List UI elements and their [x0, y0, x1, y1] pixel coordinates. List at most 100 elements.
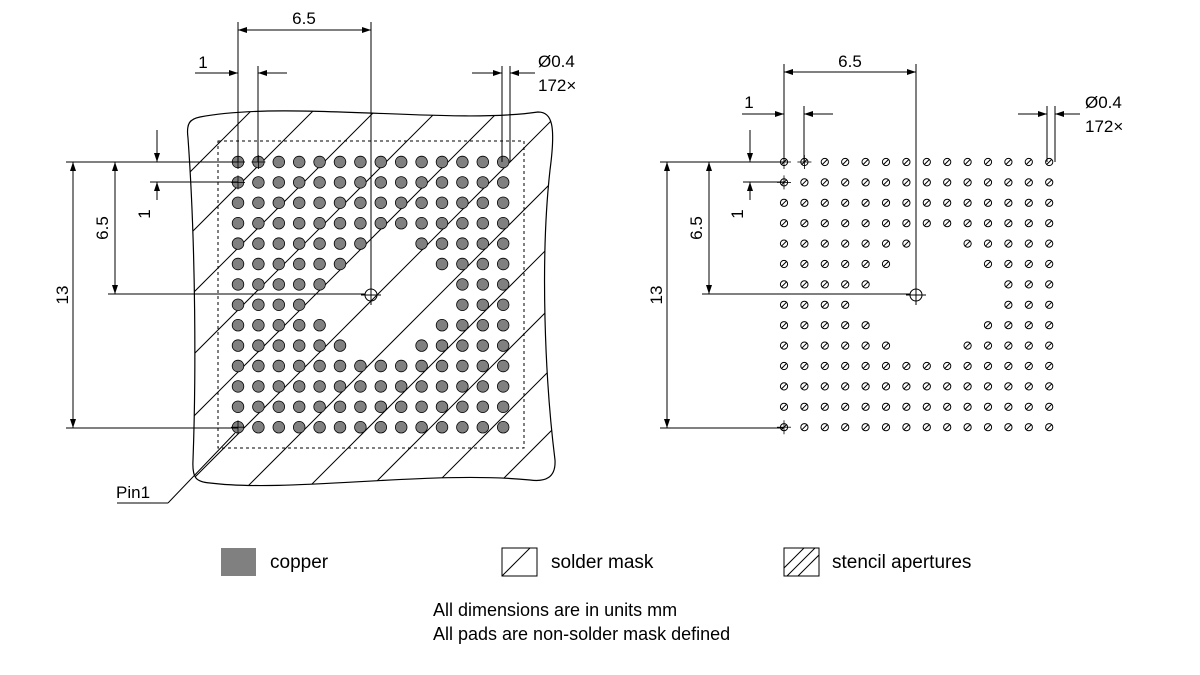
copper-pad — [395, 400, 408, 414]
stencil-aperture — [841, 280, 850, 289]
copper-pad — [313, 196, 326, 210]
copper-pad — [415, 359, 428, 373]
stencil-aperture — [881, 382, 891, 391]
copper-pad — [333, 339, 347, 352]
copper-pad — [415, 421, 428, 434]
stencil-aperture — [800, 382, 809, 391]
stencil-aperture — [820, 402, 829, 411]
copper-pad — [333, 359, 347, 373]
copper-pad — [252, 216, 265, 230]
copper-pad — [333, 400, 347, 414]
copper-pad — [252, 196, 265, 210]
copper-pad — [435, 176, 449, 189]
copper-pad — [497, 400, 510, 414]
dim-pad-spacing-x-right: 1 — [744, 93, 753, 112]
stencil-aperture — [881, 157, 891, 167]
stencil-aperture — [943, 157, 952, 167]
copper-pad — [272, 176, 286, 189]
copper-pad — [272, 237, 286, 250]
stencil-aperture — [800, 300, 809, 309]
stencil-aperture — [983, 402, 993, 411]
copper-pad — [415, 400, 428, 414]
copper-pad — [313, 400, 326, 414]
copper-pad — [476, 257, 490, 271]
stencil-aperture — [861, 280, 870, 289]
stencil-aperture — [1045, 259, 1054, 269]
copper-pad — [333, 421, 347, 434]
right-view: 6.5 1 Ø0.4 172× 13 6.5 1 — [647, 52, 1123, 435]
stencil-aperture — [983, 219, 993, 228]
copper-pad — [293, 380, 306, 393]
hatch-line — [187, 110, 556, 486]
copper-pad — [456, 298, 469, 312]
copper-pad — [231, 319, 245, 332]
copper-pad — [231, 257, 245, 271]
stencil-aperture — [800, 198, 809, 207]
stencil-aperture — [1004, 239, 1013, 248]
stencil-aperture — [1024, 219, 1033, 228]
copper-pad — [293, 257, 306, 271]
copper-pad — [374, 380, 388, 393]
copper-pad — [231, 380, 245, 393]
copper-pad — [395, 421, 408, 434]
stencil-aperture — [881, 361, 891, 371]
stencil-aperture — [963, 219, 972, 228]
copper-pad — [354, 176, 367, 189]
copper-pad — [497, 339, 510, 352]
stencil-aperture — [983, 361, 993, 371]
right-dimension-arrows — [664, 69, 1064, 428]
copper-pad — [354, 237, 367, 250]
stencil-aperture — [943, 382, 952, 391]
stencil-aperture — [820, 423, 829, 432]
stencil-aperture — [1024, 321, 1033, 330]
dim-pitch-x-right: 6.5 — [838, 52, 862, 71]
copper-pad — [272, 319, 286, 332]
copper-pad — [272, 339, 286, 352]
stencil-aperture — [1004, 361, 1013, 371]
dim-total-y: 13 — [53, 286, 72, 305]
copper-pad — [456, 400, 469, 414]
copper-pads — [231, 155, 510, 435]
stencil-aperture — [779, 259, 789, 269]
stencil-aperture — [922, 178, 931, 187]
copper-pad — [415, 176, 428, 189]
stencil-aperture — [922, 361, 931, 371]
dim-pad-spacing-y-right: 1 — [728, 209, 747, 218]
stencil-aperture — [963, 382, 972, 391]
stencil-aperture — [1045, 382, 1054, 391]
stencil-aperture — [779, 280, 789, 289]
copper-pad — [313, 216, 326, 230]
dim-pad-spacing-x: 1 — [198, 53, 207, 72]
stencil-aperture — [841, 157, 850, 167]
stencil-aperture — [983, 259, 993, 269]
stencil-aperture — [963, 239, 972, 248]
stencil-aperture — [841, 321, 850, 330]
stencil-aperture — [1004, 382, 1013, 391]
stencil-aperture — [820, 321, 829, 330]
copper-pad — [476, 237, 490, 250]
copper-pad — [231, 359, 245, 373]
copper-pad — [354, 380, 367, 393]
stencil-aperture — [800, 259, 809, 269]
stencil-aperture — [1004, 423, 1013, 432]
stencil-aperture — [779, 341, 789, 350]
copper-pad — [272, 298, 286, 312]
copper-pad — [272, 400, 286, 414]
dim-pitch-x: 6.5 — [292, 9, 316, 28]
stencil-aperture — [922, 423, 931, 432]
stencil-aperture — [779, 382, 789, 391]
hatch-line — [187, 110, 525, 486]
copper-pad — [456, 421, 469, 434]
copper-pad — [435, 319, 449, 332]
copper-pad — [395, 359, 408, 373]
copper-pad — [456, 155, 469, 169]
stencil-aperture — [963, 198, 972, 207]
copper-pad — [497, 421, 510, 434]
copper-pad — [476, 298, 490, 312]
copper-pad — [252, 298, 265, 312]
stencil-aperture — [841, 239, 850, 248]
copper-pad — [252, 359, 265, 373]
copper-pad — [435, 359, 449, 373]
copper-pad — [333, 176, 347, 189]
